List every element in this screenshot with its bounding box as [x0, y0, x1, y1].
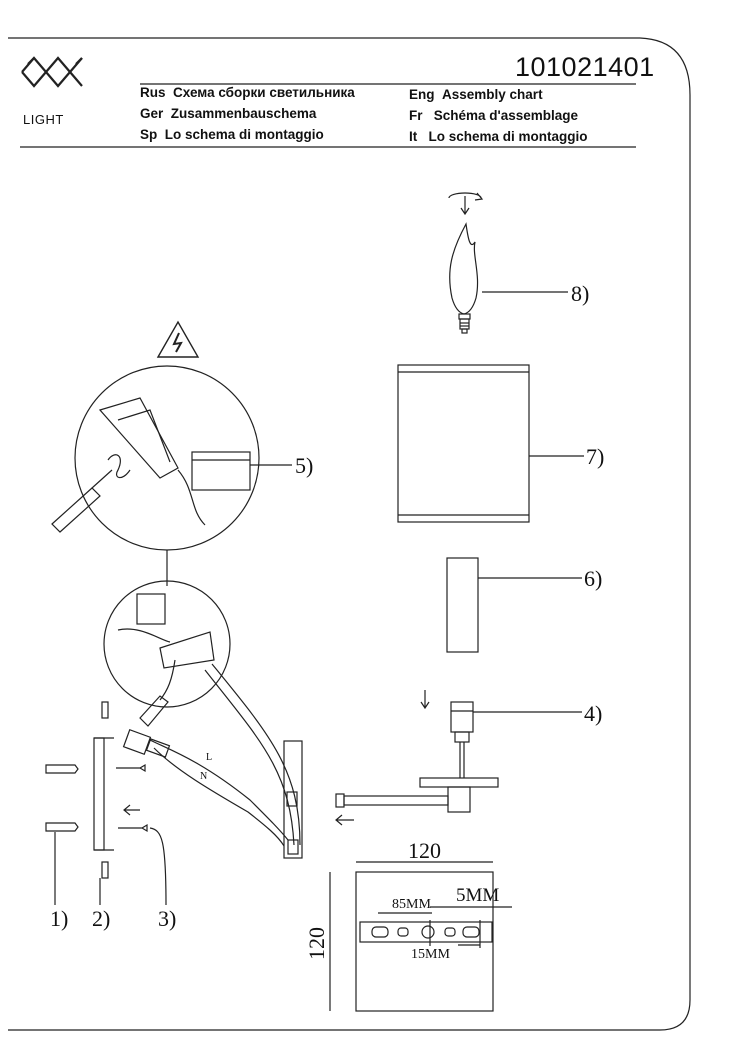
cable-wires — [122, 663, 301, 847]
part-label-8: 8) — [571, 281, 590, 306]
candle-bulb — [448, 192, 568, 334]
mounting-bracket — [93, 701, 114, 905]
slot-width-label: 5MM — [456, 885, 500, 906]
wall-canopy — [283, 740, 303, 859]
part-label-2: 2) — [92, 906, 111, 931]
mounting-plate-drawing — [329, 861, 512, 1012]
slot-length-label: 15MM — [411, 947, 450, 962]
lamp-shade — [397, 364, 584, 523]
hole-spacing-label: 85MM — [392, 897, 431, 912]
wiring-detail-lower — [103, 580, 231, 727]
part-label-6: 6) — [584, 566, 603, 591]
title-fr: Fr Schéma d'assemblage — [409, 108, 579, 123]
wire-label-live: L — [206, 752, 213, 763]
wire-label-neutral: N — [200, 771, 208, 782]
part-label-4: 4) — [584, 701, 603, 726]
part-label-3: 3) — [158, 906, 177, 931]
article-number: 101021401 — [515, 52, 655, 82]
title-sp: Sp Lo schema di montaggio — [140, 127, 324, 142]
screws — [116, 763, 167, 906]
wiring-detail-upper — [51, 365, 292, 586]
plate-height-label: 120 — [304, 927, 329, 960]
brand-name: LIGHT — [23, 112, 64, 127]
wall-arm — [335, 777, 499, 826]
brand-logo-icon — [21, 56, 83, 88]
lamp-socket — [420, 690, 582, 778]
title-ger: Ger Zusammenbauschema — [140, 106, 317, 121]
page-frame — [8, 37, 691, 1031]
part-label-5: 5) — [295, 453, 314, 478]
title-eng: Eng Assembly chart — [409, 87, 543, 102]
glass-insert — [446, 557, 582, 653]
title-rus: Rus Схема сборки светильника — [140, 85, 355, 100]
wall-plugs — [45, 764, 79, 905]
title-it: It Lo schema di montaggio — [409, 129, 588, 144]
part-label-1: 1) — [50, 906, 69, 931]
plate-width-label: 120 — [408, 838, 441, 863]
part-label-7: 7) — [586, 444, 605, 469]
electric-hazard-icon — [156, 320, 200, 358]
